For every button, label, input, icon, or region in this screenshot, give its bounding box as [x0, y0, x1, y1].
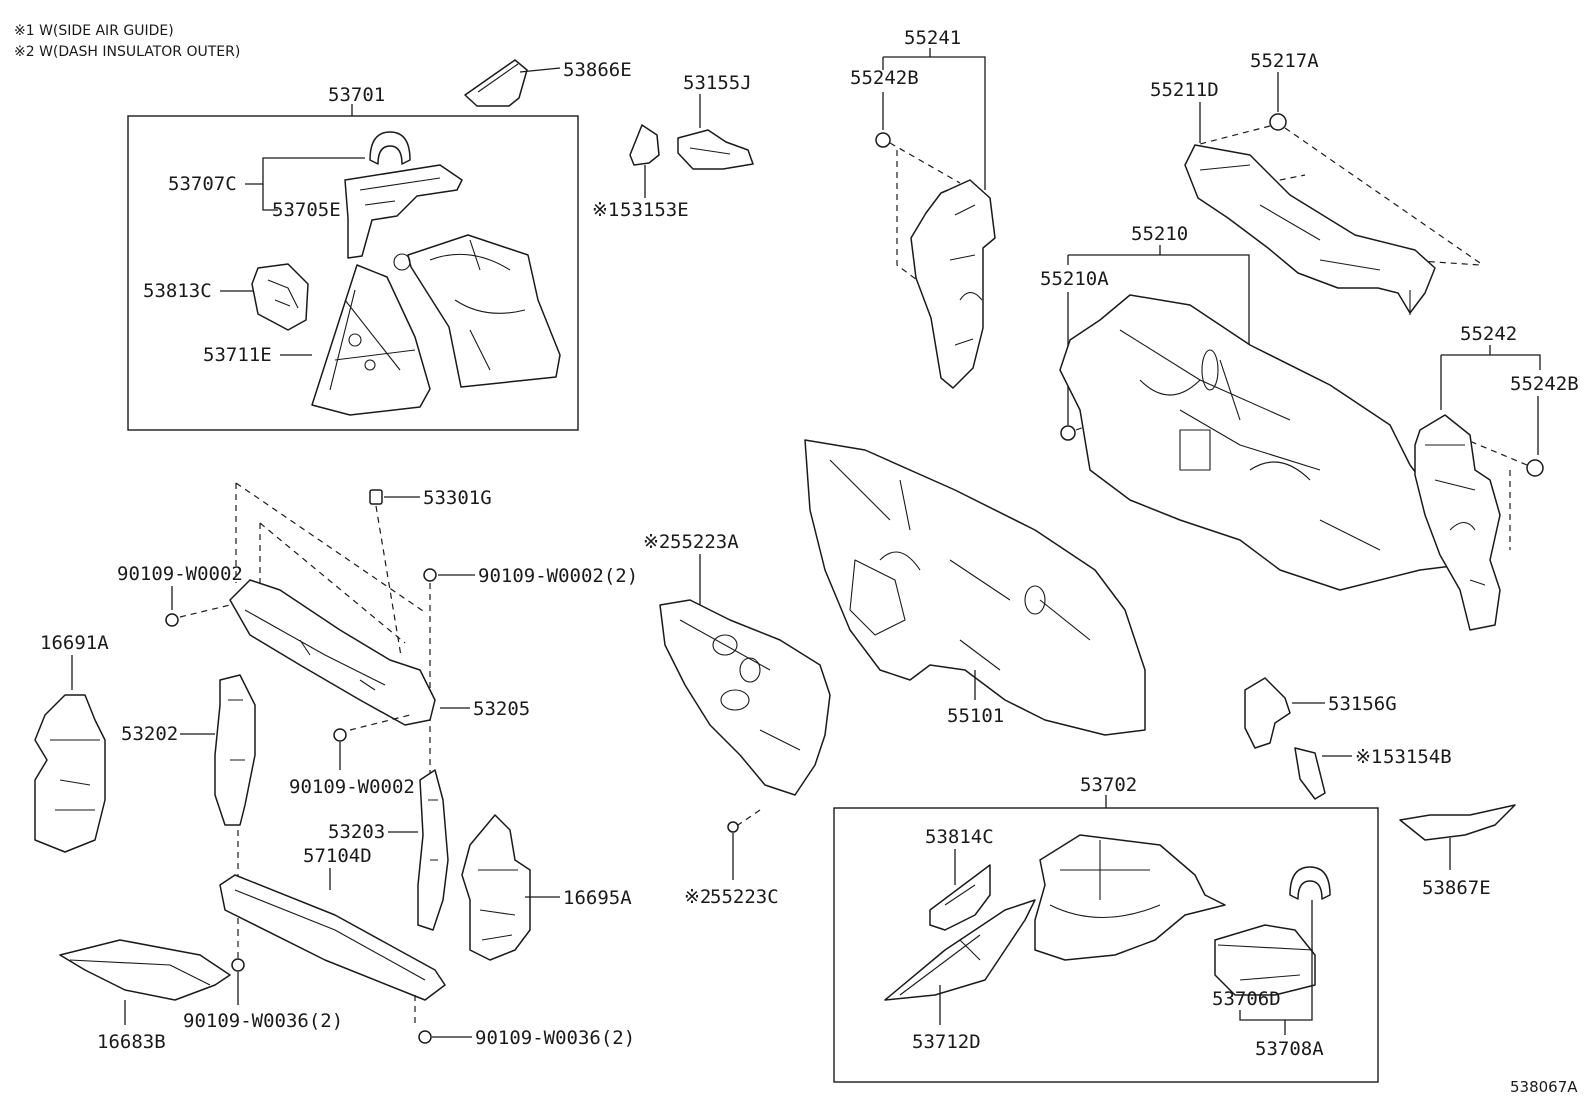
label-90109-W0036-a: 90109-W0036(2) — [183, 1010, 343, 1032]
label-53202: 53202 — [121, 723, 178, 745]
part-55242-bracket — [1414, 414, 1501, 631]
label-16691A: 16691A — [40, 632, 109, 654]
part-57104D-crossmember — [219, 874, 446, 1001]
part-55242B-clip-top — [875, 132, 891, 148]
part-53711E-panel — [311, 264, 431, 416]
part-55101-insulator — [804, 439, 1146, 736]
part-16691A-guide — [34, 694, 106, 853]
note-side-air-guide: ※1 W(SIDE AIR GUIDE) — [14, 23, 174, 39]
label-53814C: 53814C — [925, 826, 994, 848]
label-53706D: 53706D — [1212, 988, 1281, 1010]
part-53708A-clamp — [1289, 866, 1331, 900]
part-90109-W0036-bolt-a — [231, 958, 245, 972]
group-box-53701 — [127, 115, 579, 431]
label-55242B-top: 55242B — [850, 67, 919, 89]
part-90109-W0002-bolt-c — [333, 728, 347, 742]
label-53203: 53203 — [328, 821, 385, 843]
label-55217A: 55217A — [1250, 50, 1319, 72]
label-53813C: 53813C — [143, 280, 212, 302]
part-16695A-guide — [461, 814, 531, 961]
label-55241: 55241 — [904, 27, 961, 49]
label-53301G: 53301G — [423, 487, 492, 509]
label-55211D: 55211D — [1150, 79, 1219, 101]
label-55242: 55242 — [1460, 323, 1517, 345]
part-55241-bracket — [910, 179, 996, 389]
label-55101: 55101 — [947, 705, 1004, 727]
part-53203-brace — [417, 769, 449, 931]
label-55210A: 55210A — [1040, 268, 1109, 290]
label-53205: 53205 — [473, 698, 530, 720]
label-53153E: 53153E — [620, 199, 689, 221]
part-55223A-insulator — [659, 599, 831, 796]
part-53156G-guide — [1244, 677, 1291, 749]
label-53153E-mark: ※1 — [592, 199, 619, 221]
label-53707C: 53707C — [168, 173, 237, 195]
label-90109-W0036-b: 90109-W0036(2) — [475, 1027, 635, 1049]
label-90109-W0002-b: 90109-W0002 — [289, 776, 415, 798]
part-55211D-panel — [1184, 144, 1436, 314]
label-53711E: 53711E — [203, 344, 272, 366]
label-53867E: 53867E — [1422, 877, 1491, 899]
label-55223A-mark: ※2 — [643, 531, 670, 553]
label-53701: 53701 — [328, 84, 385, 106]
label-53702: 53702 — [1080, 774, 1137, 796]
label-53156G: 53156G — [1328, 693, 1397, 715]
part-apron-panel — [407, 234, 561, 388]
drawing-number: 538067A — [1510, 1078, 1578, 1096]
part-53202-brace — [214, 674, 256, 826]
part-90109-W0002-bolt-b — [165, 613, 179, 627]
label-53155J: 53155J — [683, 72, 752, 94]
part-53153E-guide — [629, 124, 660, 166]
label-53712D: 53712D — [912, 1031, 981, 1053]
label-90109-W0002-a: 90109-W0002 — [117, 563, 243, 585]
part-apron-panel-rh — [1034, 834, 1226, 961]
part-53301G-clip — [369, 489, 383, 505]
label-55223A: 55223A — [670, 531, 739, 553]
part-53866E-guide — [464, 59, 528, 107]
part-55242B-clip-right — [1526, 459, 1544, 477]
part-53205-support — [229, 579, 436, 726]
part-53867E-guide — [1399, 804, 1516, 841]
label-53708A: 53708A — [1255, 1038, 1324, 1060]
label-55242B-right: 55242B — [1510, 373, 1579, 395]
part-55223C-clip — [727, 821, 739, 833]
label-55223C: 55223C — [710, 886, 779, 908]
label-53705E: 53705E — [272, 199, 341, 221]
label-16695A: 16695A — [563, 887, 632, 909]
part-53707C-clamp — [369, 131, 411, 165]
part-53154B-guide — [1294, 747, 1326, 800]
part-16683B-cover — [59, 939, 231, 1001]
part-90109-W0002-bolt-a — [423, 568, 437, 582]
part-53155J-duct — [677, 129, 754, 170]
note-dash-insulator-outer: ※2 W(DASH INSULATOR OUTER) — [14, 44, 240, 60]
part-53814C-bracket — [929, 864, 991, 931]
part-55217A-clip — [1269, 113, 1287, 131]
part-53706D-bracket — [1214, 924, 1316, 996]
part-55210A-clip — [1060, 425, 1076, 441]
label-55210: 55210 — [1131, 223, 1188, 245]
label-57104D: 57104D — [303, 845, 372, 867]
label-53154B: 53154B — [1383, 746, 1452, 768]
label-90109-W0002-2: 90109-W0002(2) — [478, 565, 638, 587]
part-55210-dash-panel — [1059, 294, 1461, 591]
part-90109-W0036-bolt-b — [418, 1030, 432, 1044]
part-53813C-bracket — [251, 263, 309, 331]
label-53154B-mark: ※1 — [1355, 746, 1382, 768]
label-16683B: 16683B — [97, 1031, 166, 1053]
label-55223C-mark: ※2 — [684, 886, 711, 908]
label-53866E: 53866E — [563, 59, 632, 81]
